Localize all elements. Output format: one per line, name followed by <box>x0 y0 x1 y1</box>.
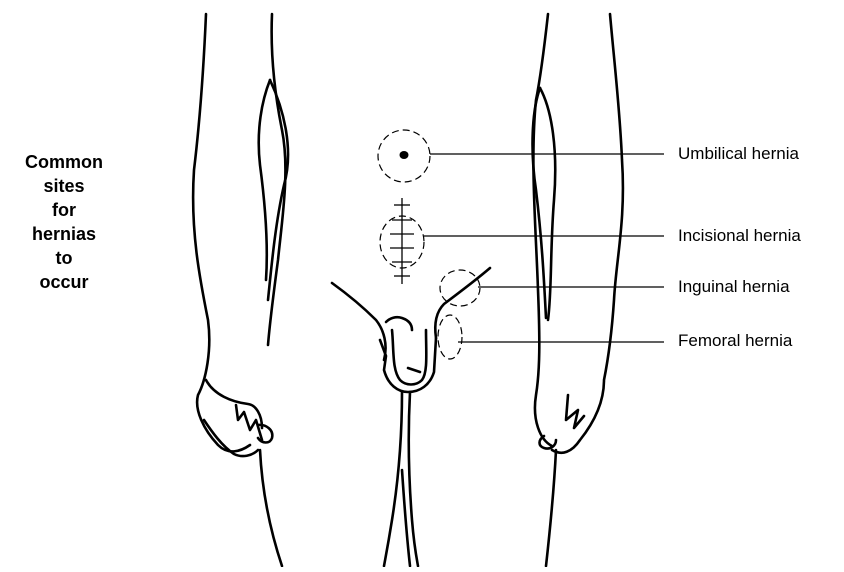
title-line: hernias <box>0 222 128 246</box>
title-line: sites <box>0 174 128 198</box>
left-arm <box>193 14 288 566</box>
incisional-hernia-label: Incisional hernia <box>678 226 801 246</box>
torso-and-groin <box>332 268 490 566</box>
umbilical-hernia-label: Umbilical hernia <box>678 144 799 164</box>
femoral-hernia-marker <box>438 315 664 359</box>
inguinal-hernia-label: Inguinal hernia <box>678 277 790 297</box>
diagram-title: Common sites for hernias to occur <box>0 150 128 294</box>
title-line: to <box>0 246 128 270</box>
femoral-hernia-label: Femoral hernia <box>678 331 792 351</box>
title-line: Common <box>0 150 128 174</box>
title-line: occur <box>0 270 128 294</box>
title-line: for <box>0 198 128 222</box>
right-arm <box>533 14 623 566</box>
